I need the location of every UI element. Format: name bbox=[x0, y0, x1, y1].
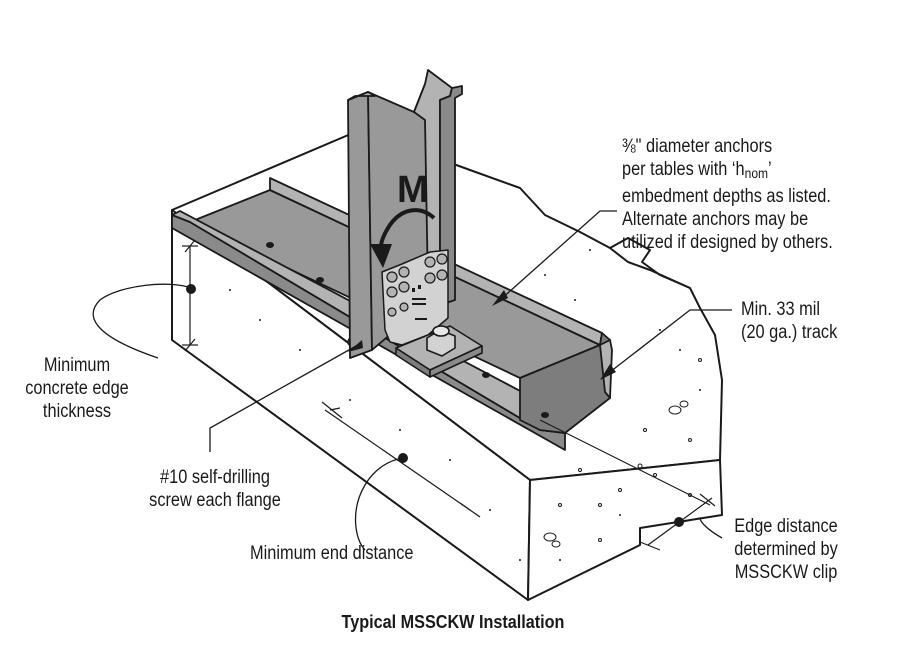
anchor-callout-line1: ⅜" diameter anchors bbox=[622, 136, 773, 157]
anchor-callout-line2: per tables with ‘hnom’ bbox=[622, 159, 772, 181]
anchor-assembly bbox=[395, 325, 483, 378]
clip-marks bbox=[412, 285, 427, 320]
end-distance-callout: Minimum end distance bbox=[250, 543, 414, 564]
moment-label: M bbox=[397, 169, 429, 211]
anchor-rod-top bbox=[432, 325, 450, 337]
anchor-callout: ⅜" diameter anchors per tables with ‘hno… bbox=[622, 135, 833, 254]
leader-arrowheads bbox=[348, 290, 616, 380]
track-holes bbox=[266, 242, 549, 418]
concrete-texture bbox=[543, 358, 702, 548]
anchor-callout-line5: utilized if designed by others. bbox=[622, 232, 833, 253]
slab-right-face bbox=[527, 459, 723, 601]
leader-lines bbox=[92, 210, 732, 551]
slab-break-line bbox=[609, 237, 691, 289]
edge-distance-callout: Edge distance determined by MSSCKW clip bbox=[734, 516, 838, 583]
stud-lip-left bbox=[347, 91, 376, 101]
concrete-dots bbox=[229, 249, 701, 561]
bearing-plate-front bbox=[429, 345, 483, 378]
clip-screws bbox=[386, 253, 448, 317]
moment-arrowhead bbox=[370, 244, 392, 268]
figure-caption: Typical MSSCKW Installation bbox=[341, 612, 565, 632]
anchor-callout-line4: Alternate anchors may be bbox=[622, 209, 809, 230]
anchor-callout-line3: embedment depths as listed. bbox=[622, 186, 831, 207]
screw-callout: #10 self-drilling screw each flange bbox=[149, 467, 281, 511]
track-callout: Min. 33 mil (20 ga.) track bbox=[741, 299, 838, 343]
dimension-dots bbox=[186, 284, 684, 527]
edge-thickness-callout: Minimum concrete edge thickness bbox=[25, 355, 129, 422]
